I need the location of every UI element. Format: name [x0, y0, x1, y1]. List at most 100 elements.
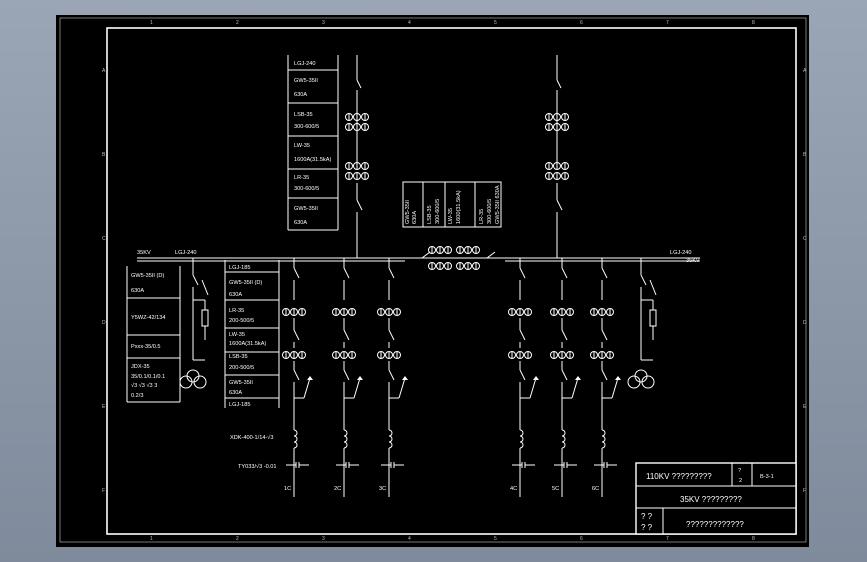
svg-text:A: A	[803, 68, 807, 74]
svg-text:630A: 630A	[131, 288, 144, 294]
svg-text:LW-35: LW-35	[294, 143, 310, 149]
svg-text:GW5-35II: GW5-35II	[294, 78, 318, 84]
svg-text:5: 5	[494, 20, 497, 26]
svg-text:300-600/5: 300-600/5	[435, 199, 441, 224]
svg-text:? ?: ? ?	[641, 512, 653, 521]
svg-text:300-600/5: 300-600/5	[487, 199, 493, 224]
svg-text:√3 √3 √3 3: √3 √3 √3 3	[131, 382, 157, 389]
capacitor-feeder: 3C	[379, 258, 408, 497]
svg-text:4: 4	[408, 20, 411, 26]
inner-frame	[106, 27, 797, 535]
svg-text:1600A(31.5kA): 1600A(31.5kA)	[229, 341, 266, 347]
title-block-title: 35KV ?????????	[680, 495, 742, 504]
svg-text:630A: 630A	[294, 220, 307, 226]
svg-text:LW-35: LW-35	[229, 332, 245, 338]
incoming-spec-table: LGJ-240 GW5-35II 630A LSB-35 300-600/5 L…	[287, 55, 339, 231]
svg-text:D: D	[803, 320, 807, 326]
bus-label-right: 35KV	[686, 258, 700, 264]
svg-text:LGJ-240: LGJ-240	[294, 61, 315, 67]
svg-text:A: A	[102, 68, 106, 74]
feeder-label: 6C	[592, 486, 599, 492]
svg-text:1: 1	[150, 536, 153, 542]
svg-text:1600(31.5kA): 1600(31.5kA)	[456, 190, 462, 224]
reactor-label: XDK-400-1/14-√3	[230, 434, 274, 441]
svg-text:LGJ-185: LGJ-185	[229, 265, 250, 271]
capacitor-feeder: 6C	[592, 258, 621, 497]
svg-text:1: 1	[150, 20, 153, 26]
svg-text:C: C	[803, 236, 807, 242]
svg-text:Y5WZ-42/134: Y5WZ-42/134	[131, 315, 166, 321]
svg-text:300-600/5: 300-600/5	[294, 124, 319, 130]
incoming-feeder	[556, 55, 563, 258]
svg-text:630A: 630A	[229, 292, 242, 298]
svg-text:1600A(31.5kA): 1600A(31.5kA)	[294, 157, 331, 163]
svg-text:LR-35: LR-35	[294, 175, 309, 181]
outer-frame	[59, 17, 807, 543]
svg-text:GW5-35II: GW5-35II	[229, 380, 253, 386]
capacitor-feeder: 5C	[552, 258, 581, 497]
svg-text:LW-35: LW-35	[448, 208, 454, 224]
svg-text:LR-35: LR-35	[479, 209, 485, 224]
svg-text:630A: 630A	[412, 211, 418, 224]
svg-text:? ?: ? ?	[641, 523, 653, 532]
svg-text:JDX-35: JDX-35	[131, 364, 150, 370]
svg-text:8: 8	[752, 20, 755, 26]
svg-text:630A: 630A	[294, 92, 307, 98]
svg-text:LR-35: LR-35	[229, 308, 244, 314]
capacitor-feeder: 2C	[334, 258, 363, 497]
incoming-cable-label-right: LGJ-240	[670, 250, 691, 256]
svg-text:E: E	[803, 404, 807, 410]
feeder-label: 2C	[334, 486, 341, 492]
svg-text:200-500/5: 200-500/5	[229, 318, 254, 324]
title-block: 110KV ????????? ? 2 B-3-1 35KV ?????????…	[635, 462, 797, 535]
svg-text:GW5-35II (D): GW5-35II (D)	[131, 273, 164, 279]
svg-text:35/0.1/0.1/0.1: 35/0.1/0.1/0.1	[131, 374, 165, 380]
svg-text:LSB-35: LSB-35	[229, 354, 248, 360]
pt-spec-table: GW5-35II (D) 630A Y5WZ-42/134 Pxxx-35/0.…	[126, 266, 181, 403]
incoming-cable-label-left: LGJ-240	[175, 250, 196, 256]
svg-text:B: B	[803, 152, 807, 158]
pt-bay	[627, 258, 657, 389]
capacitor-feeder: 1C	[284, 258, 313, 497]
svg-text:630A: 630A	[229, 390, 242, 396]
title-block-sheet-fraction: ?	[738, 468, 741, 474]
feeder-label: 3C	[379, 486, 386, 492]
svg-text:7: 7	[666, 536, 669, 542]
svg-text:LSB-35: LSB-35	[427, 205, 433, 224]
feeder-label: 1C	[284, 486, 291, 492]
svg-text:LGJ-185: LGJ-185	[229, 402, 250, 408]
title-block-project: 110KV ?????????	[646, 472, 712, 481]
svg-text:3: 3	[322, 536, 325, 542]
svg-text:6: 6	[580, 536, 583, 542]
svg-text:7: 7	[666, 20, 669, 26]
svg-text:200-500/5: 200-500/5	[229, 365, 254, 371]
feeder-group: 1C 2C 3C 4C 5C 6C	[179, 55, 657, 497]
svg-text:C: C	[102, 236, 106, 242]
svg-text:GW5-35II: GW5-35II	[294, 206, 318, 212]
svg-text:E: E	[102, 404, 106, 410]
title-block-drawing-no: B-3-1	[760, 474, 774, 480]
title-block-company: ?????????????	[686, 520, 744, 529]
svg-text:B: B	[102, 152, 106, 158]
bus-label-left: 35KV	[137, 250, 151, 256]
bus-tie-spec-table: GW5-35II 630A LSB-35 300-600/5 LW-35 160…	[402, 181, 502, 228]
feeder-label: 5C	[552, 486, 559, 492]
svg-text:4: 4	[408, 536, 411, 542]
feeder-label: 4C	[510, 486, 517, 492]
svg-text:GW5-35II (D): GW5-35II (D)	[229, 280, 262, 286]
pt-bay	[179, 258, 209, 389]
svg-text:GW5-35II 630A: GW5-35II 630A	[495, 185, 501, 224]
svg-text:Pxxx-35/0.5: Pxxx-35/0.5	[131, 344, 161, 350]
svg-text:F: F	[803, 488, 806, 494]
svg-text:F: F	[102, 488, 105, 494]
svg-text:2: 2	[236, 536, 239, 542]
svg-text:0.2/3: 0.2/3	[131, 393, 143, 399]
svg-text:300-600/5: 300-600/5	[294, 186, 319, 192]
feeder-spec-table: LGJ-185 GW5-35II (D) 630A LR-35 200-500/…	[224, 260, 280, 408]
svg-text:2: 2	[739, 478, 742, 484]
svg-text:6: 6	[580, 20, 583, 26]
svg-text:GW5-35II: GW5-35II	[405, 200, 411, 224]
